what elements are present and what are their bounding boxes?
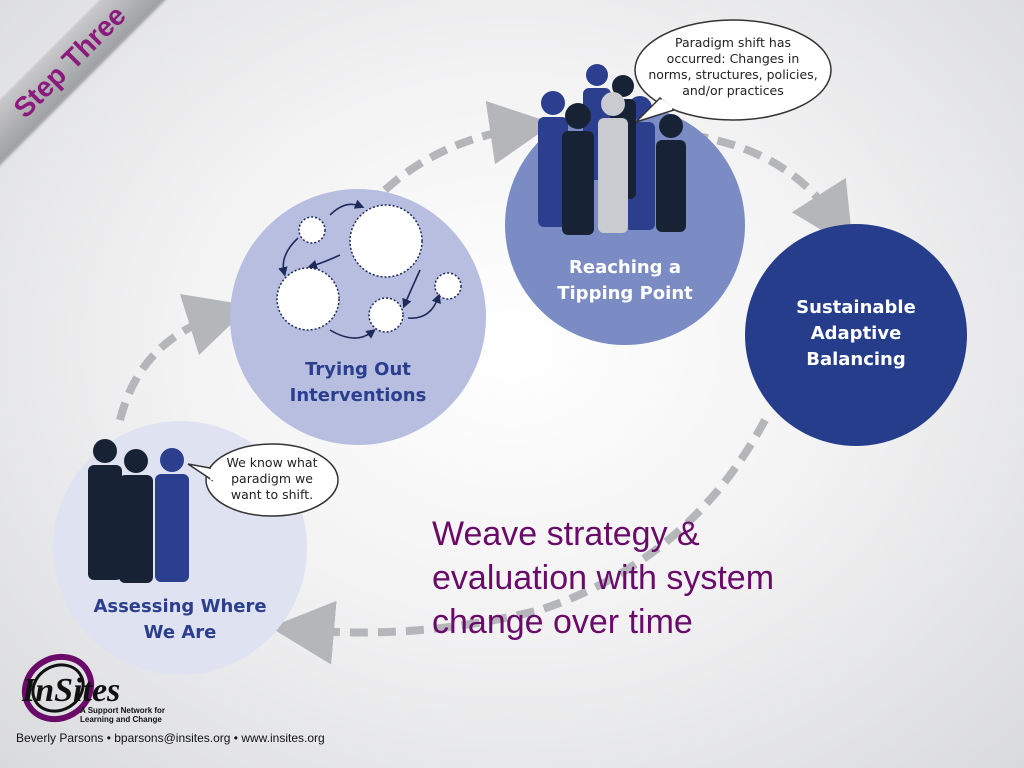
speech-bubble-tipping-text: Paradigm shift has occurred: Changes in … [648, 35, 818, 98]
interventions-icon [276, 204, 462, 333]
insites-logo: InSites A Support Network for Learning a… [14, 654, 194, 729]
insites-logo-mark [21, 653, 95, 723]
stage-label-sustainable: Sustainable Adaptive Balancing [796, 297, 916, 370]
logo-name: InSites [22, 672, 121, 709]
stage-circle-sustainable [745, 224, 967, 446]
stage-label-assessing: Assessing Where We Are [93, 596, 267, 643]
people-group-tipping [538, 64, 686, 235]
arrow-tipping-to-sustainable [689, 131, 854, 249]
main-caption: Weave strategy & evaluation with system … [432, 515, 775, 641]
stage-label-tipping: Reaching a Tipping Point [557, 257, 693, 304]
people-group-assessing [88, 439, 189, 583]
arrow-sustainable-to-assessing [270, 418, 769, 665]
speech-bubble-assessing-text: We know what paradigm we want to shift. [226, 455, 318, 502]
stage-label-trying: Trying Out Interventions [289, 359, 427, 406]
logo-tagline: A Support Network for Learning and Chang… [80, 706, 166, 724]
cycle-arrows [116, 100, 854, 665]
interventions-arrows [278, 199, 441, 339]
stage-circle-trying [230, 189, 486, 445]
speech-bubble-tipping [634, 19, 832, 123]
arrow-assessing-to-trying [116, 294, 251, 421]
footer-contact: Beverly Parsons • bparsons@insites.org •… [16, 731, 325, 745]
arrow-trying-to-tipping [382, 100, 554, 193]
speech-bubble-assessing [187, 443, 339, 517]
